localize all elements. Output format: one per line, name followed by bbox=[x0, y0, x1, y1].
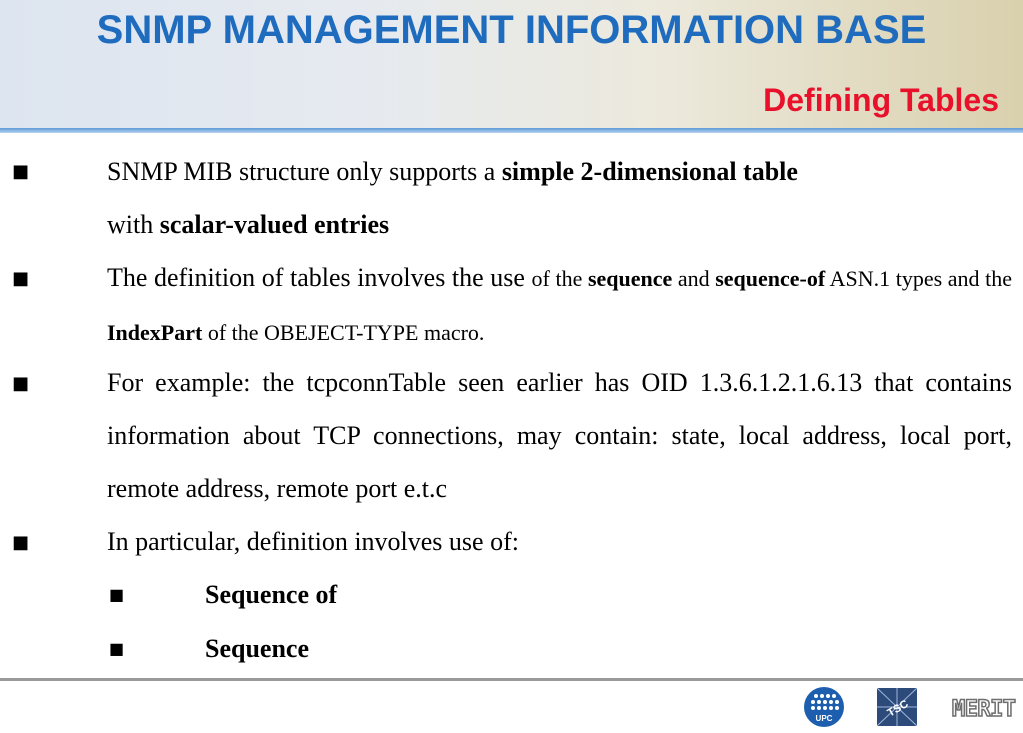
bullet-2-part-4: ASN.1 types and the bbox=[825, 266, 1012, 291]
sub-bullet-sequence: Sequence bbox=[205, 634, 309, 663]
bullet-2-part-3: and bbox=[672, 266, 716, 291]
bullet-2-part-2: of the bbox=[531, 266, 588, 291]
bullet-1-bold-2: scalar-valued entries bbox=[159, 210, 390, 239]
merit-logo-text: MERIT bbox=[952, 697, 1016, 722]
sub-bullet-sequence-of: Sequence of bbox=[205, 580, 338, 609]
bullet-3-text: For example: the tcpconnTable seen earli… bbox=[107, 368, 1012, 503]
tsc-logo: TSC bbox=[876, 687, 918, 731]
square-bullet-icon: ■ bbox=[12, 268, 30, 289]
slide-header bbox=[0, 0, 1023, 130]
bullet-2-bold-1: sequence bbox=[587, 266, 673, 291]
bullet-2-bold-2: sequence-of bbox=[715, 266, 826, 291]
merit-logo: MERIT bbox=[951, 688, 1017, 729]
square-bullet-icon: ■ bbox=[109, 585, 125, 604]
bullet-2-part-5: of the OBEJECT-TYPE macro. bbox=[202, 320, 485, 345]
footer-divider bbox=[0, 678, 1023, 681]
bullet-2-bold-3: IndexPart bbox=[107, 320, 203, 345]
square-bullet-icon: ■ bbox=[12, 161, 30, 182]
upc-logo: UPC bbox=[803, 686, 845, 733]
bullet-2-text: The definition of tables involves the us… bbox=[107, 251, 1012, 359]
bullet-1-part-1: SNMP MIB structure only supports a bbox=[107, 157, 502, 186]
bullet-4-text: In particular, definition involves use o… bbox=[107, 527, 519, 556]
square-bullet-icon: ■ bbox=[109, 639, 125, 658]
slide-subtitle: Defining Tables bbox=[763, 82, 999, 118]
bullet-1-bold-1: simple 2-dimensional table bbox=[501, 157, 798, 186]
bullet-2-part-1: The definition of tables involves the us… bbox=[107, 263, 532, 292]
header-divider bbox=[0, 128, 1023, 133]
slide-title: SNMP MANAGEMENT INFORMATION BASE bbox=[96, 8, 927, 52]
square-bullet-icon: ■ bbox=[12, 373, 30, 394]
bullet-1-text: SNMP MIB structure only supports a simpl… bbox=[107, 145, 1012, 251]
upc-logo-text: UPC bbox=[816, 714, 833, 723]
square-bullet-icon: ■ bbox=[12, 532, 30, 553]
bullet-1-part-2: with bbox=[107, 210, 160, 239]
